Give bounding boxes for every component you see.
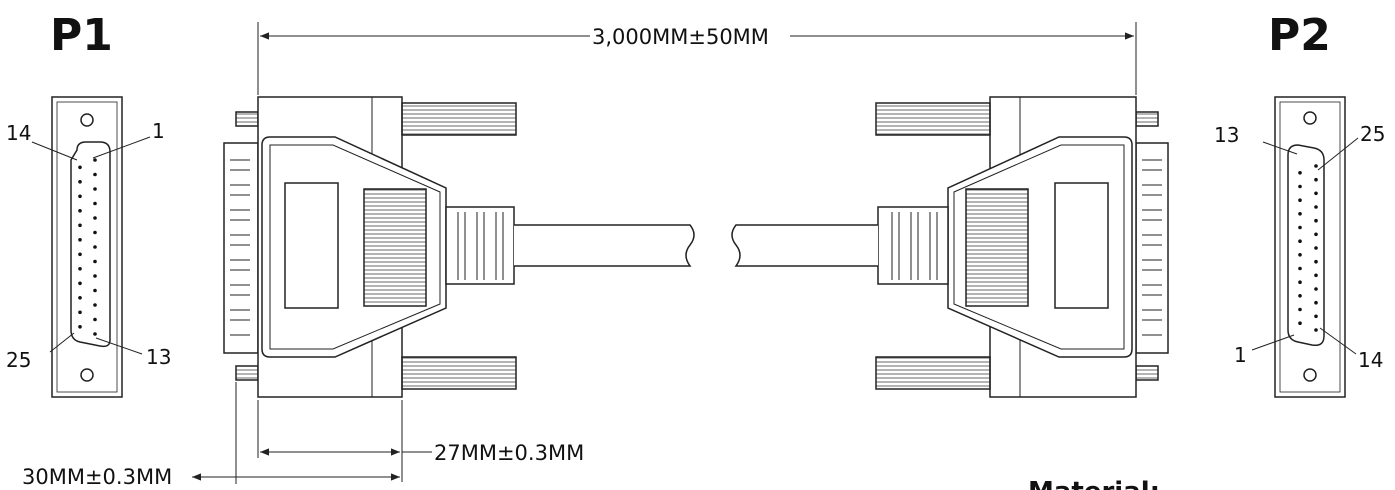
p1-pin-label-bottom-right: 13 [146, 345, 171, 369]
pin-dot [1298, 253, 1302, 257]
pin-dot [93, 332, 97, 336]
p1-face-view [31, 96, 151, 398]
pin-dot [93, 187, 97, 191]
pin-dot [1298, 212, 1302, 216]
pin-dot [1298, 280, 1302, 285]
pin-dot [1314, 287, 1318, 291]
pin-dot [1298, 307, 1302, 312]
pin-dot [1314, 246, 1318, 250]
pin-dot [93, 317, 97, 322]
pin-dot [78, 165, 82, 170]
material-heading: Material: [1028, 477, 1160, 490]
pin-dot [78, 209, 82, 213]
p2-pin-label-top-left: 13 [1214, 123, 1239, 147]
p2-pin-label-bottom-right: 14 [1358, 348, 1383, 372]
pin-dot [1314, 328, 1318, 332]
pin-dot [1298, 321, 1302, 326]
p2-pin-grid [1298, 164, 1318, 332]
pin-dot [1314, 205, 1318, 209]
pin-dot [78, 194, 82, 199]
pin-dot [78, 281, 82, 286]
right-connector-side-view [731, 96, 1169, 398]
pin-dot [78, 180, 82, 184]
pin-dot [1298, 266, 1302, 271]
pin-dot [93, 158, 97, 162]
pin-dot [1298, 225, 1302, 230]
pin-dot [78, 325, 82, 329]
pin-dot [1298, 171, 1302, 175]
pin-dot [78, 252, 82, 257]
pin-dot [93, 303, 97, 307]
pin-dot [93, 245, 97, 249]
pin-dot [1314, 164, 1318, 168]
p1-pin-label-bottom-left: 25 [6, 348, 31, 372]
pin-dot [93, 274, 97, 278]
p1-pin-label-top-right: 1 [152, 119, 165, 143]
overall-length-label: 3,000MM±50MM [592, 25, 769, 49]
left-connector-side-view [223, 96, 695, 398]
p1-title: P1 [50, 10, 113, 61]
p2-pin-label-bottom-left: 1 [1234, 343, 1247, 367]
pin-dot [1314, 191, 1318, 196]
pin-dot [78, 238, 82, 242]
p1-pin-grid [78, 158, 97, 336]
dimension-lines [192, 22, 1137, 484]
pin-dot [78, 310, 82, 315]
pin-dot [93, 288, 97, 293]
pin-dot [78, 223, 82, 228]
pin-dot [78, 267, 82, 271]
pin-dot [93, 230, 97, 235]
p2-title: P2 [1268, 10, 1331, 61]
hood-length-label: 27MM±0.3MM [434, 441, 584, 465]
pin-dot [93, 172, 97, 177]
pin-dot [1314, 273, 1318, 278]
pin-dot [1298, 198, 1302, 202]
pin-dot [1314, 259, 1318, 264]
pin-dot [93, 259, 97, 264]
pin-dot [1298, 239, 1302, 243]
p1-pin-label-top-left: 14 [6, 121, 31, 145]
pin-dot [1298, 294, 1302, 298]
p2-pin-label-top-right: 25 [1360, 122, 1385, 146]
pin-dot [93, 201, 97, 206]
pin-dot [1314, 300, 1318, 305]
pin-dot [1298, 184, 1302, 189]
pin-dot [1314, 232, 1318, 237]
pin-dot [93, 216, 97, 220]
pin-dot [1314, 314, 1318, 319]
pin-dot [78, 296, 82, 300]
pin-dot [1314, 177, 1318, 182]
shell-length-label: 30MM±0.3MM [22, 465, 172, 489]
p2-face-view [1251, 96, 1359, 398]
pin-dot [1314, 218, 1318, 223]
